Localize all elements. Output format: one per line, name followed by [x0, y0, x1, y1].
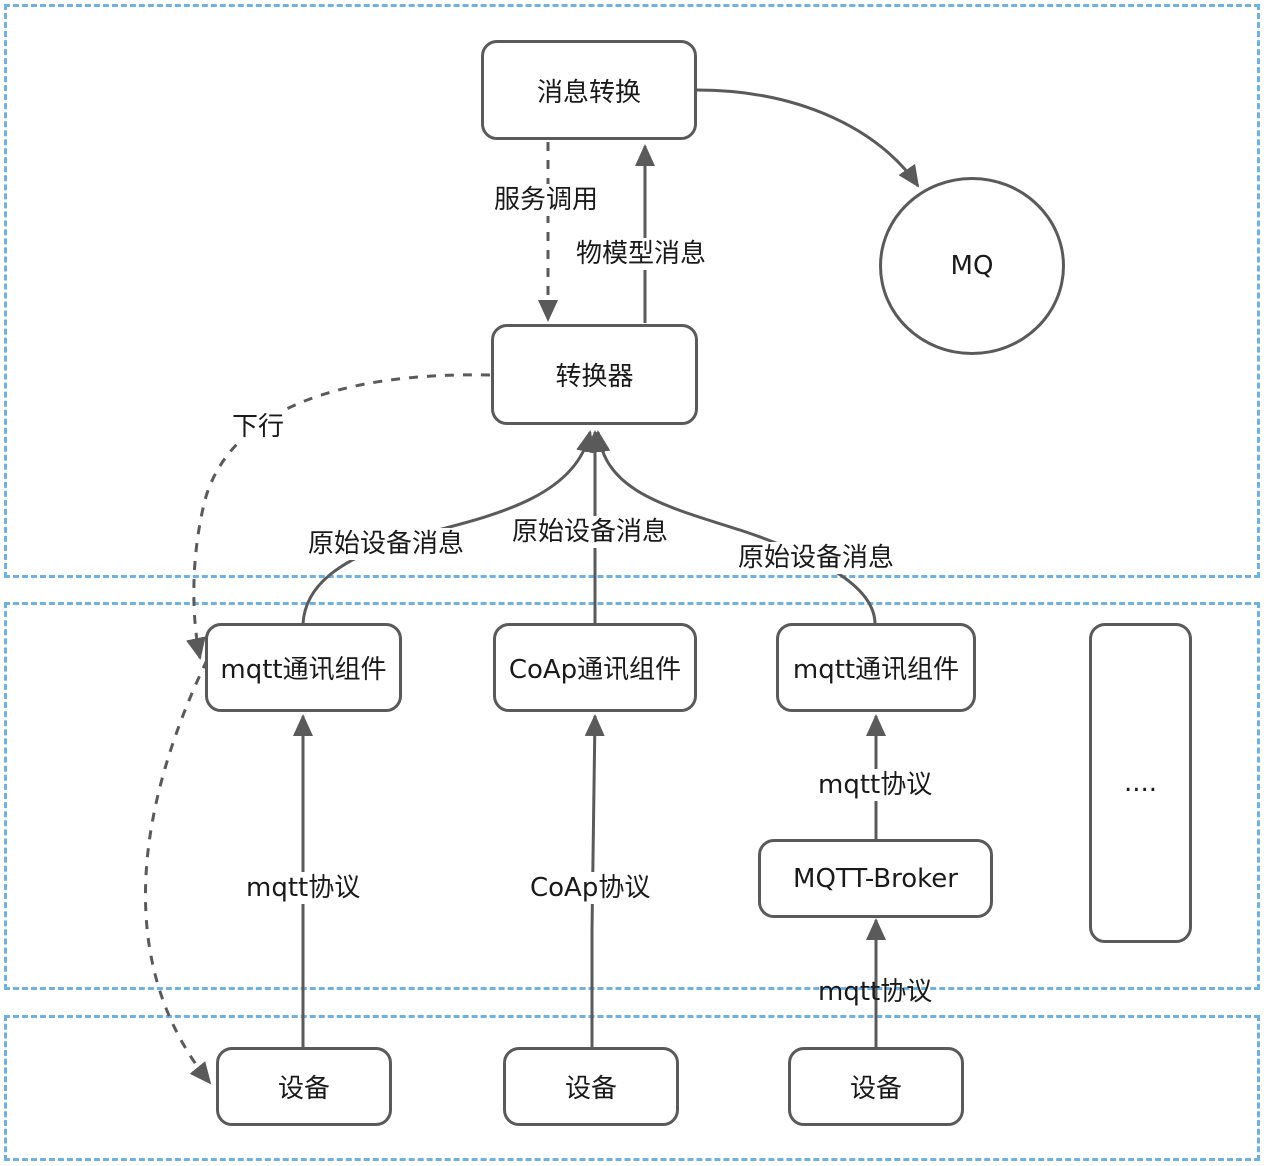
device-node-2: 设备: [503, 1047, 679, 1126]
mqtt-protocol-label-3: mqtt协议: [818, 977, 933, 1007]
mqtt-component-node-1: mqtt通讯组件: [205, 623, 402, 712]
coap-protocol-label: CoAp协议: [526, 872, 655, 904]
edge-downlink: [186, 373, 491, 660]
raw-msg-label-2: 原始设备消息: [508, 516, 673, 548]
mqtt-broker-node: MQTT-Broker: [758, 839, 993, 918]
raw-msg-label-3: 原始设备消息: [734, 542, 899, 574]
raw-msg-label-1: 原始设备消息: [304, 528, 469, 560]
msg-convert-node: 消息转换: [481, 40, 697, 140]
edge-msg-to-mq: [696, 88, 920, 188]
thing-model-msg-label: 物模型消息: [572, 238, 711, 270]
converter-node: 转换器: [491, 324, 698, 425]
mqtt-component-node-2: mqtt通讯组件: [776, 623, 976, 712]
edge-coap-protocol: [584, 714, 605, 1048]
device-node-3: 设备: [788, 1047, 964, 1126]
mqtt-protocol-label-1: mqtt协议: [242, 872, 365, 904]
device-zone: [4, 1015, 1260, 1161]
downlink-label: 下行: [228, 411, 289, 443]
platform-zone: [4, 4, 1260, 578]
edge-raw-msg-3: [590, 430, 877, 625]
service-call-label: 服务调用: [490, 184, 603, 216]
more-components-node: ....: [1089, 623, 1192, 943]
device-node-1: 设备: [216, 1047, 392, 1126]
mq-node: MQ: [879, 177, 1065, 355]
mqtt-protocol-label-2: mqtt协议: [814, 769, 937, 801]
edge-downlink-to-device: [143, 659, 212, 1085]
gateway-zone: [4, 602, 1260, 990]
coap-component-node: CoAp通讯组件: [493, 623, 697, 712]
